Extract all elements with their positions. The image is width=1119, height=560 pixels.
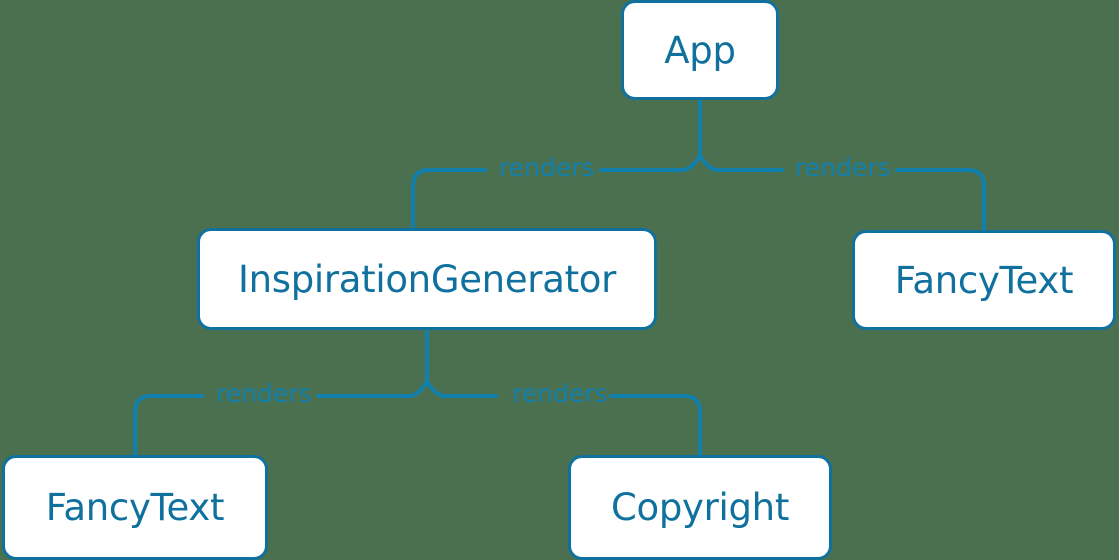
edge-inspiration-to-fancytext-seg2 xyxy=(133,394,204,457)
edge-app-fan-right xyxy=(698,153,718,172)
edge-inspiration-to-copyright-seg2 xyxy=(609,394,702,457)
edge-inspiration-fan-left xyxy=(409,379,429,398)
node-app[interactable]: App xyxy=(621,0,779,100)
node-fancytext-top[interactable]: FancyText xyxy=(852,230,1116,330)
edge-app-to-inspiration-seg2 xyxy=(411,168,487,230)
node-inspirationgenerator-label: InspirationGenerator xyxy=(237,257,617,301)
node-fancytext-bottom[interactable]: FancyText xyxy=(2,455,268,560)
node-inspirationgenerator[interactable]: InspirationGenerator xyxy=(197,228,657,330)
node-app-label: App xyxy=(664,28,736,72)
node-copyright-label: Copyright xyxy=(610,486,790,529)
edge-label-app-to-fancytext-top: renders xyxy=(795,153,891,182)
node-fancytext-top-label: FancyText xyxy=(894,258,1074,302)
edge-inspiration-fan-right xyxy=(425,379,445,398)
edge-app-fan-left xyxy=(682,153,702,172)
edge-app-to-fancytext-seg2 xyxy=(895,168,986,232)
node-copyright[interactable]: Copyright xyxy=(568,455,832,560)
node-fancytext-bottom-label: FancyText xyxy=(45,486,225,529)
edge-label-app-to-inspirationgenerator: renders xyxy=(499,153,595,182)
edge-label-inspirationgenerator-to-copyright: renders xyxy=(512,379,608,408)
edge-label-inspirationgenerator-to-fancytext-bottom: renders xyxy=(216,379,312,408)
